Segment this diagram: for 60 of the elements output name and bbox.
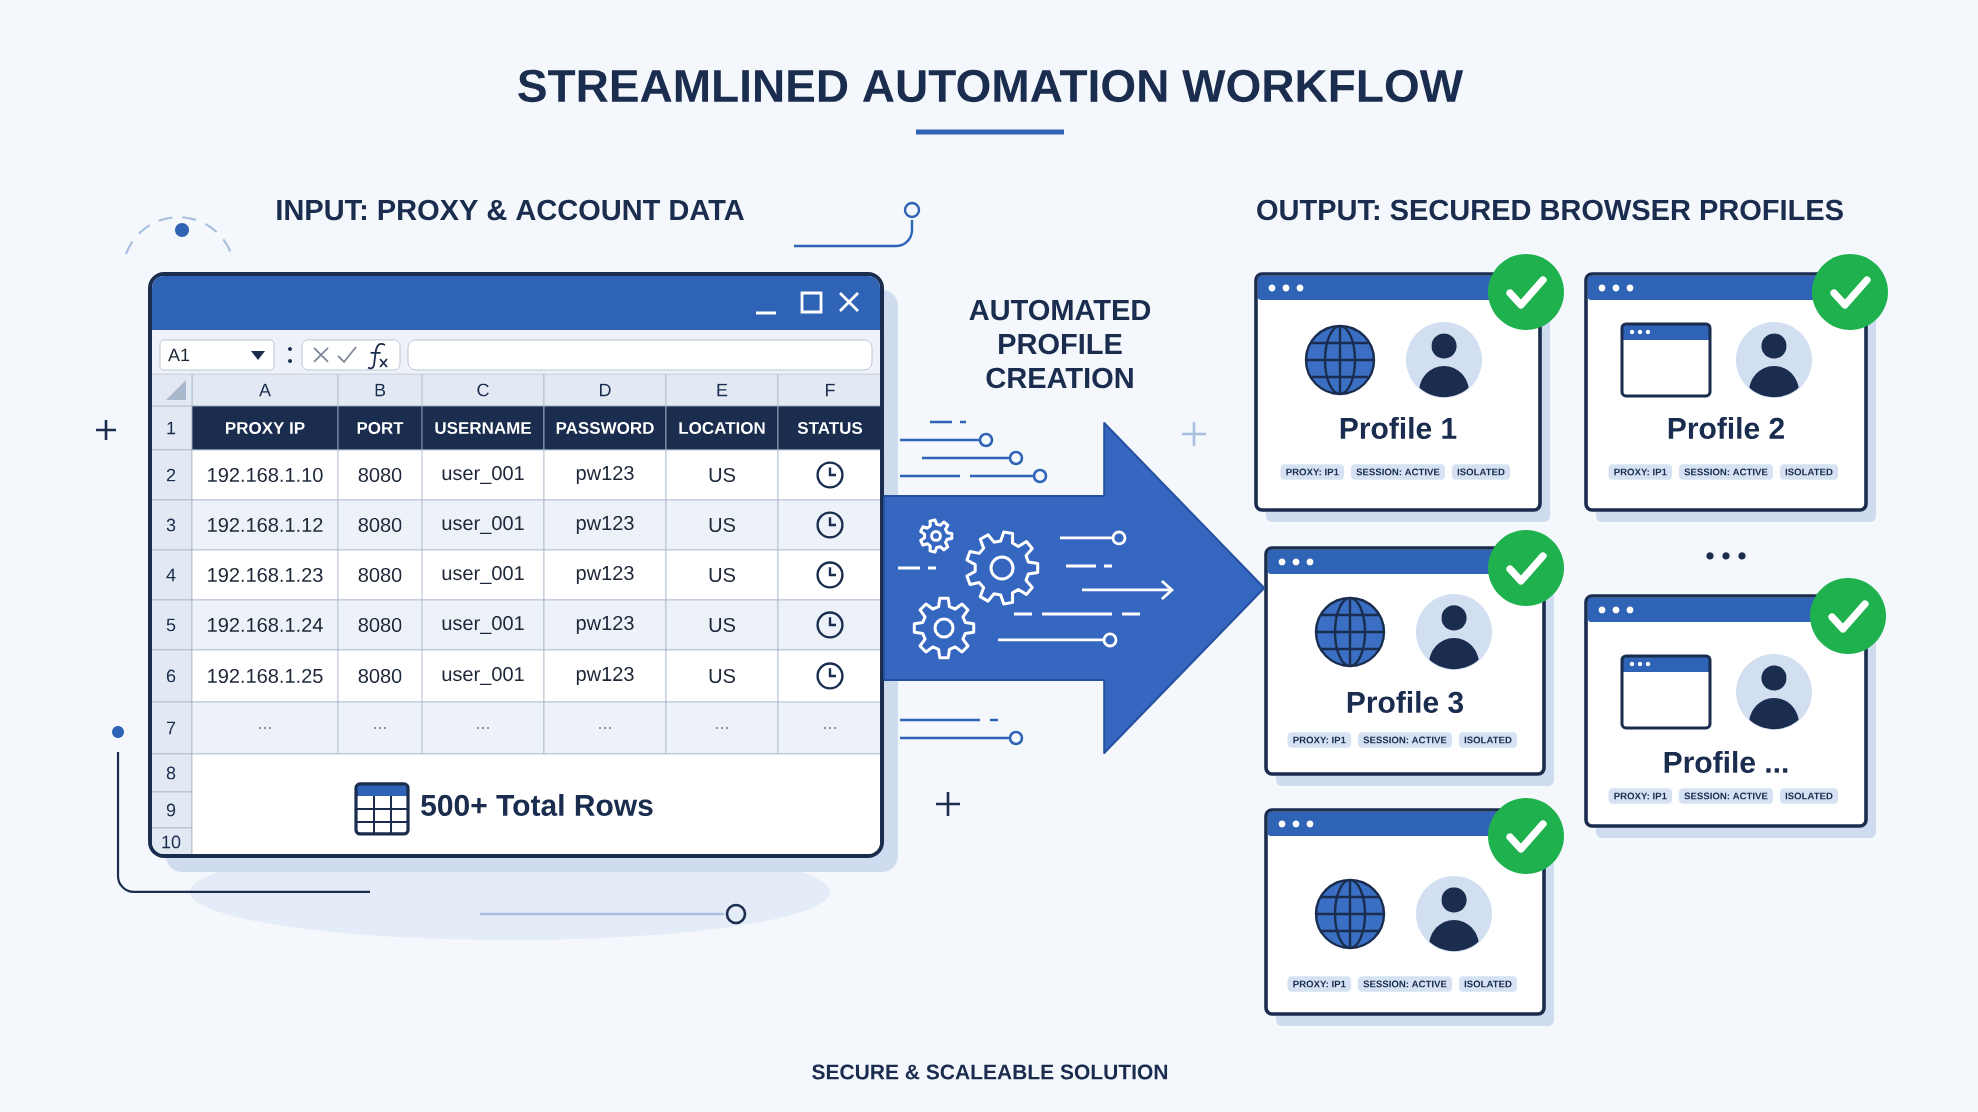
table-cell: pw123 [543,649,667,703]
column-letter: F [777,373,880,407]
table-cell: US [665,449,779,501]
table-cell: 192.168.1.25 [191,649,339,703]
table-cell: ... [543,701,667,755]
table-cell: user_001 [421,449,545,501]
caption: SECURE & SCALEABLE SOLUTION [812,1064,1168,1080]
row-number: 8 [152,753,193,793]
table-cell: 192.168.1.24 [191,599,339,651]
header-cell: STATUS [777,405,880,451]
row-number: 2 [152,449,193,501]
table-cell: 192.168.1.10 [191,449,339,501]
column-letter: C [421,373,545,407]
table-cell: user_001 [421,649,545,703]
row-number: 7 [152,701,193,755]
header-cell: PORT [337,405,423,451]
block-arrow [883,422,1266,754]
table-cell: 8080 [337,599,423,651]
table-cell: pw123 [543,499,667,551]
row-number: 5 [152,599,193,651]
table-cell: 8080 [337,499,423,551]
table-cell: 8080 [337,649,423,703]
title: STREAMLINED AUTOMATION WORKFLOW [518,69,1464,103]
row-number: 6 [152,649,193,703]
table-cell: pw123 [543,549,667,601]
table-cell: 8080 [337,449,423,501]
arrow-caption: AUTOMATED PROFILE CREATION [969,299,1151,389]
header-cell: LOCATION [665,405,779,451]
summary-cell: 500+ Total Rows [191,753,880,854]
table-cell: 192.168.1.23 [191,549,339,601]
row-number: 10 [152,827,193,854]
heading: INPUT: PROXY & ACCOUNT DATA [277,199,744,221]
table-cell: user_001 [421,499,545,551]
header-cell: PASSWORD [543,405,667,451]
row-number: 3 [152,499,193,551]
table-cell: ... [337,701,423,755]
table-cell: user_001 [421,599,545,651]
table-cell: pw123 [543,449,667,501]
heading: OUTPUT: SECURED BROWSER PROFILES [1257,199,1843,221]
table-cell: US [665,499,779,551]
row-number: 9 [152,791,193,829]
table-cell: US [665,599,779,651]
table-cell: user_001 [421,549,545,601]
table-cell: ... [191,701,339,755]
table-cell: ... [665,701,779,755]
table-cell: 192.168.1.12 [191,499,339,551]
name-box: A1 [159,339,275,371]
column-letter: B [337,373,423,407]
table-cell: ... [421,701,545,755]
column-letter: E [665,373,779,407]
table-cell: US [665,549,779,601]
header-cell: USERNAME [421,405,545,451]
table-cell: US [665,649,779,703]
table-cell: pw123 [543,599,667,651]
header-cell: PROXY IP [191,405,339,451]
table-cell: 8080 [337,549,423,601]
row-number: 4 [152,549,193,601]
table-cell: ... [777,701,880,755]
column-letter: D [543,373,667,407]
row-number: 1 [152,405,193,451]
